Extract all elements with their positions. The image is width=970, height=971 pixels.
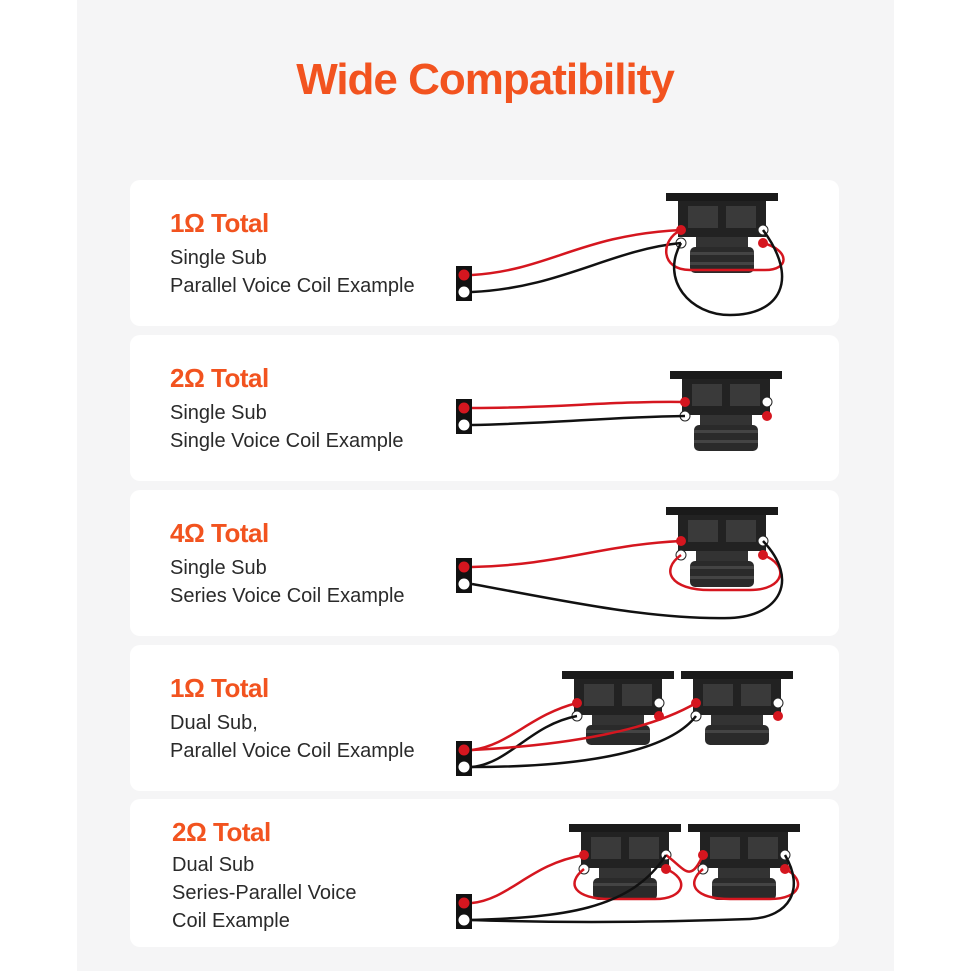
series-link-wire — [573, 867, 683, 901]
subwoofer-icon — [666, 193, 778, 273]
impedance-label: 1Ω Total — [170, 208, 269, 238]
subwoofer-icon — [670, 371, 782, 451]
wiring-diagram — [456, 507, 784, 620]
impedance-label: 2Ω Total — [172, 817, 271, 847]
page-title: Wide Compatibility — [296, 55, 675, 104]
wiring-description: Single Sub Single Voice Coil Example — [170, 399, 403, 455]
amplifier-terminal — [456, 741, 472, 776]
description-line: Single Sub — [170, 402, 267, 424]
description-line: Series-Parallel Voice — [172, 882, 357, 904]
amplifier-terminal — [456, 894, 472, 929]
impedance-label: 1Ω Total — [170, 673, 269, 703]
amplifier-terminal — [456, 399, 472, 434]
negative-wire — [471, 714, 578, 769]
series-link-wire — [692, 867, 800, 901]
description-line: Single Sub — [170, 247, 267, 269]
positive-wire — [471, 701, 578, 752]
wiring-card-3: 4Ω Total Single Sub Series Voice Coil Ex… — [130, 490, 839, 636]
bridge-wire — [665, 853, 705, 873]
description-line: Dual Sub — [172, 854, 255, 876]
subwoofer-icon — [569, 824, 681, 900]
wiring-diagram — [456, 824, 800, 929]
positive-wire — [471, 539, 682, 569]
description-line: Dual Sub, — [170, 712, 258, 734]
subwoofer-icon — [688, 824, 800, 900]
negative-wire — [471, 414, 686, 427]
description-line: Series Voice Coil Example — [170, 585, 405, 607]
negative-wire — [471, 241, 682, 294]
positive-wire — [471, 228, 682, 277]
negative-wire — [471, 715, 697, 769]
description-line: Coil Example — [172, 910, 290, 932]
impedance-label: 2Ω Total — [170, 363, 269, 393]
amplifier-terminal — [456, 558, 472, 593]
subwoofer-icon — [562, 671, 674, 745]
bridge-wire — [665, 228, 785, 272]
description-line: Single Sub — [170, 557, 267, 579]
impedance-label: 4Ω Total — [170, 518, 269, 548]
positive-wire — [471, 400, 686, 410]
positive-wire — [471, 701, 697, 752]
wiring-description: Dual Sub Series-Parallel Voice Coil Exam… — [172, 851, 357, 935]
wiring-description: Single Sub Series Voice Coil Example — [170, 554, 405, 610]
wiring-diagram — [456, 193, 785, 317]
amplifier-terminal — [456, 266, 472, 301]
wiring-card-1: 1Ω Total Single Sub Parallel Voice Coil … — [130, 180, 839, 326]
wiring-diagram — [456, 671, 793, 776]
negative-wire — [471, 854, 668, 922]
wiring-diagram — [456, 371, 782, 451]
positive-wire — [471, 853, 585, 905]
subwoofer-icon — [681, 671, 793, 745]
wiring-description: Single Sub Parallel Voice Coil Example — [170, 244, 415, 300]
negative-wire — [471, 854, 796, 924]
description-line: Single Voice Coil Example — [170, 430, 404, 452]
description-line: Parallel Voice Coil Example — [170, 740, 415, 762]
bridge-wire — [672, 229, 784, 317]
description-line: Parallel Voice Coil Example — [170, 275, 415, 297]
wiring-card-5: 2Ω Total Dual Sub Series-Parallel Voice … — [130, 799, 839, 947]
wiring-description: Dual Sub, Parallel Voice Coil Example — [170, 709, 415, 765]
wiring-card-2: 2Ω Total Single Sub Single Voice Coil Ex… — [130, 335, 839, 481]
negative-wire — [471, 540, 784, 620]
subwoofer-icon — [666, 507, 778, 587]
wiring-card-4: 1Ω Total Dual Sub, Parallel Voice Coil E… — [130, 645, 839, 791]
